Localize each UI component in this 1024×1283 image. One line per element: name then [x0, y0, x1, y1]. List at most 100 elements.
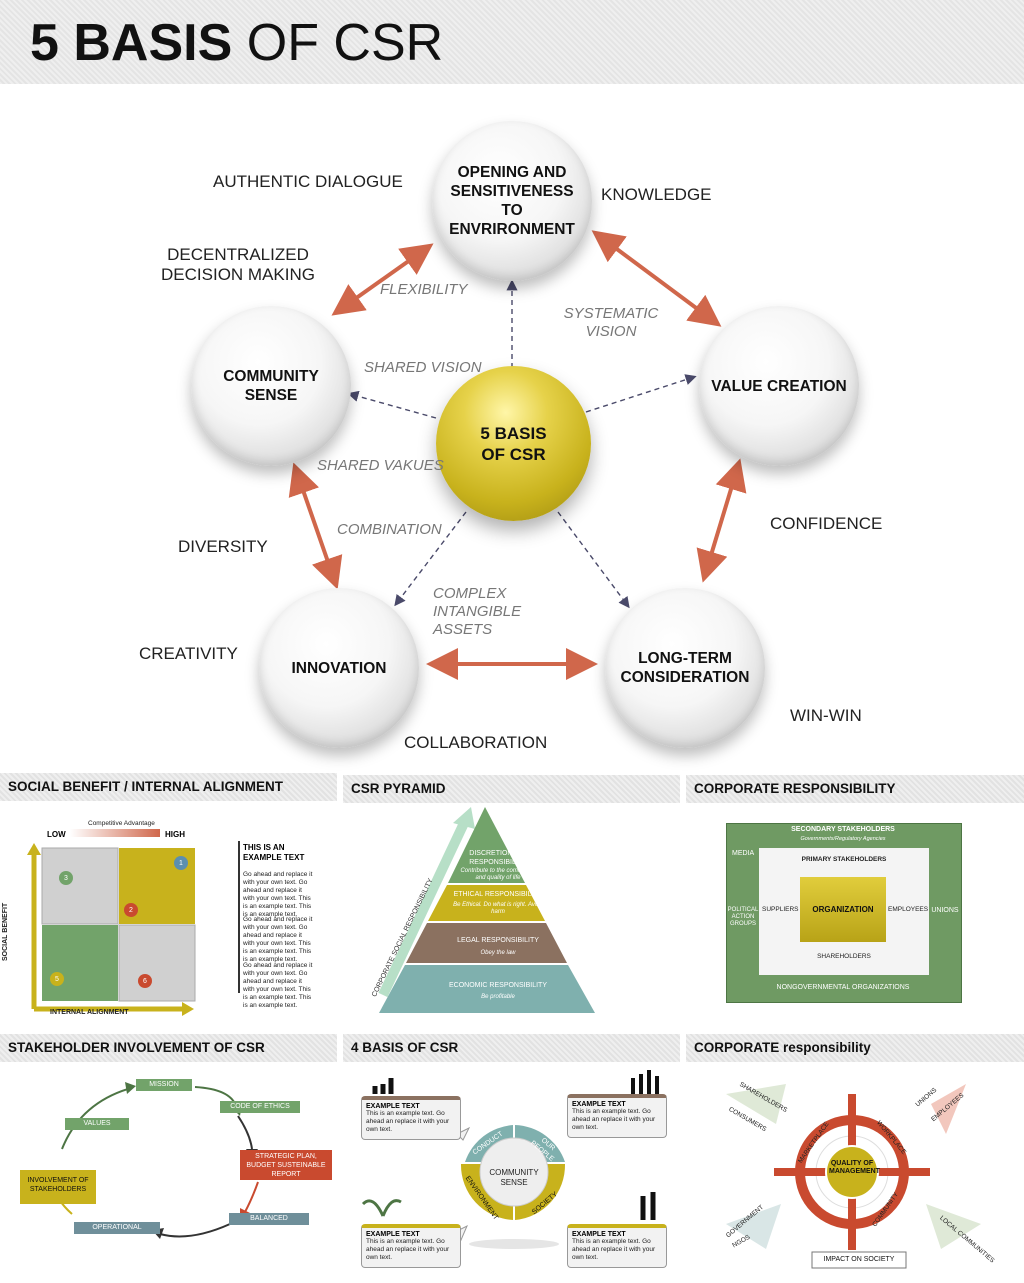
- gov-label: Governments/Regulatory Agencies: [800, 836, 886, 842]
- code-of-ethics-box: CODE OF ETHICS: [220, 1101, 300, 1113]
- suppliers-label: SUPPLIERS: [762, 906, 799, 913]
- pac-label: POLITICAL ACTION GROUPS: [727, 907, 759, 927]
- dashed-bottom-right: [557, 511, 630, 609]
- shareholders-label: SHAREHOLDERS: [817, 953, 871, 960]
- employees-label: EMPLOYEES: [888, 906, 929, 913]
- example-box-1-text: This is an example text. Go ahead an rep…: [366, 1110, 450, 1133]
- example-box-3: EXAMPLE TEXT This is an example text. Go…: [361, 1224, 461, 1268]
- label-decentralized: DECENTRALIZED DECISION MAKING: [161, 245, 315, 284]
- impact-on-society-label: IMPACT ON SOCIETY: [823, 1256, 895, 1263]
- high-label: HIGH: [165, 830, 185, 839]
- node-value-creation: VALUE CREATION: [699, 306, 859, 466]
- node-long-term: LONG-TERM CONSIDERATION: [605, 588, 765, 748]
- panel-header-corporate-responsibility-2: CORPORATE responsibility: [686, 1034, 1024, 1062]
- page-header: [0, 0, 1024, 84]
- organization-label: ORGANIZATION: [812, 905, 874, 914]
- example-box-2: EXAMPLE TEXT This is an example text. Go…: [567, 1094, 667, 1138]
- pyramid-level-3-sub: Obey the law: [480, 950, 516, 956]
- num-2: 2: [129, 907, 133, 914]
- pyramid-level-4-sub: Be profitable: [481, 994, 515, 1000]
- internal-alignment-axis: INTERNAL ALIGNMENT: [50, 1009, 129, 1016]
- low-label: LOW: [47, 830, 66, 839]
- target-graphic: [726, 1084, 981, 1269]
- values-box: VALUES: [65, 1118, 129, 1130]
- panel-stakeholders: SECONDARY STAKEHOLDERS Governments/Regul…: [686, 803, 1024, 1028]
- example-box-1-title: EXAMPLE TEXT: [366, 1103, 420, 1110]
- example-box-3-text: This is an example text. Go ahead an rep…: [366, 1238, 450, 1261]
- ngo-label: NONGOVERNMENTAL ORGANIZATIONS: [776, 984, 910, 991]
- panel-header-csr-pyramid: CSR PYRAMID: [343, 775, 680, 803]
- example-box-2-text: This is an example text. Go ahead an rep…: [572, 1108, 656, 1131]
- arrow-top-right: [591, 230, 722, 327]
- panel-quality-target: QUALITY OF MANAGEMENT MARKETPLACE WORKPL…: [686, 1064, 1024, 1283]
- label-confidence: CONFIDENCE: [770, 514, 883, 533]
- label-creativity: CREATIVITY: [139, 644, 238, 663]
- panel-header-corporate-responsibility: CORPORATE RESPONSIBILITY: [686, 775, 1024, 803]
- balanced-scorecard-box: BALANCED SCORECARD: [229, 1213, 309, 1234]
- dashed-bottom-left: [394, 511, 467, 607]
- cycle-arrows: [48, 1082, 259, 1239]
- label-shared-vision: SHARED VISION: [364, 359, 482, 376]
- mission-box: MISSION: [136, 1079, 192, 1091]
- arrow-left-bottom: [288, 462, 343, 590]
- primary-stakeholders-label: PRIMARY STAKEHOLDERS: [801, 856, 887, 863]
- center-node: 5 BASIS OF CSR: [436, 366, 591, 521]
- example-paragraph-2: Go ahead and replace it with your own te…: [243, 916, 313, 963]
- dashed-right: [585, 374, 697, 413]
- label-combination: COMBINATION: [337, 521, 442, 538]
- panel-header-stakeholder-involvement: STAKEHOLDER INVOLVEMENT OF CSR: [0, 1034, 337, 1062]
- node-opening: OPENING AND SENSITIVENESS TO ENVRIRONMEN…: [432, 121, 592, 281]
- operational-projects-box: OPERATIONAL PROJECTS: [74, 1222, 160, 1243]
- num-3: 3: [64, 875, 68, 882]
- page-title: 5 BASIS OF CSR: [30, 14, 444, 72]
- social-benefit-axis: SOCIAL BENEFIT: [2, 902, 9, 961]
- pyramid-level-1-sub: Contribute to the community and quality …: [460, 868, 536, 881]
- pyramid-level-2: ETHICAL RESPONSIBILITY: [453, 891, 543, 898]
- label-shared-values: SHARED VAKUES: [317, 457, 444, 474]
- media-label: MEDIA: [732, 850, 755, 857]
- num-6: 6: [143, 978, 147, 985]
- label-diversity: DIVERSITY: [178, 537, 268, 556]
- label-flexibility: FLEXIBILITY: [380, 281, 468, 298]
- label-collaboration: COLLABORATION: [404, 733, 548, 752]
- competitive-gradient: [70, 829, 160, 837]
- example-box-2-title: EXAMPLE TEXT: [572, 1101, 626, 1108]
- panel-header-social-benefit: SOCIAL BENEFIT / INTERNAL ALIGNMENT: [0, 773, 337, 801]
- label-systematic-vision: SYSTEMATIC VISION: [563, 305, 659, 340]
- pyramid-graphic: [378, 807, 595, 1013]
- num-5: 5: [55, 976, 59, 983]
- alignment-matrix: [27, 843, 196, 1016]
- arrow-right-bottom: [696, 458, 747, 583]
- unions-label: UNIONS: [931, 907, 959, 914]
- node-community-sense: COMMUNITY SENSE: [191, 306, 351, 466]
- strategic-plan-box: STRATEGIC PLAN, BUDGET SUSTEINABLE REPOR…: [240, 1150, 332, 1180]
- involvement-box: INVOLVEMENT OF STAKEHOLDERS: [20, 1170, 96, 1204]
- label-authentic-dialogue: AUTHENTIC DIALOGUE: [213, 172, 403, 191]
- label-knowledge: KNOWLEDGE: [601, 185, 712, 204]
- pyramid-level-3: LEGAL RESPONSIBILITY: [457, 937, 539, 944]
- arrow-top-left: [331, 243, 434, 316]
- organization-box: [800, 877, 886, 942]
- num-1: 1: [179, 860, 183, 867]
- panel-stakeholder-cycle: MISSION CODE OF ETHICS VALUES STRATEGIC …: [0, 1064, 337, 1283]
- label-complex-assets: COMPLEX INTANGIBLE ASSETS: [433, 585, 522, 638]
- panel-header-4-basis: 4 BASIS OF CSR: [343, 1034, 680, 1062]
- panel-social-benefit: Competitive Advantage LOW HIGH 1 2 3 5 6…: [0, 803, 337, 1028]
- dashed-left: [347, 390, 437, 419]
- example-box-4: EXAMPLE TEXT This is an example text. Go…: [567, 1224, 667, 1268]
- pyramid-level-2-sub: Be Ethical. Do what is right. Avoid harm: [453, 902, 543, 915]
- secondary-stakeholders-label: SECONDARY STAKEHOLDERS: [791, 826, 895, 833]
- example-box-1: EXAMPLE TEXT This is an example text. Go…: [361, 1096, 461, 1140]
- example-title: THIS IS AN EXAMPLE TEXT: [243, 843, 305, 862]
- pyramid-level-1: DISCRETIONARY RESPONSIBILITY: [469, 850, 527, 866]
- quality-of-management: QUALITY OF MANAGEMENT: [829, 1160, 880, 1175]
- example-box-4-text: This is an example text. Go ahead an rep…: [572, 1238, 656, 1261]
- community-sense-center: COMMUNITY SENSE: [489, 1168, 539, 1187]
- main-diagram-connectors: [288, 230, 747, 680]
- label-win-win: WIN-WIN: [790, 706, 862, 725]
- example-box-4-title: EXAMPLE TEXT: [572, 1231, 626, 1238]
- node-innovation: INNOVATION: [259, 588, 419, 748]
- text-divider: [238, 841, 240, 993]
- example-paragraph-3: Go ahead and replace it with your own te…: [243, 962, 313, 1009]
- pyramid-level-4: ECONOMIC RESPONSIBILITY: [448, 982, 548, 989]
